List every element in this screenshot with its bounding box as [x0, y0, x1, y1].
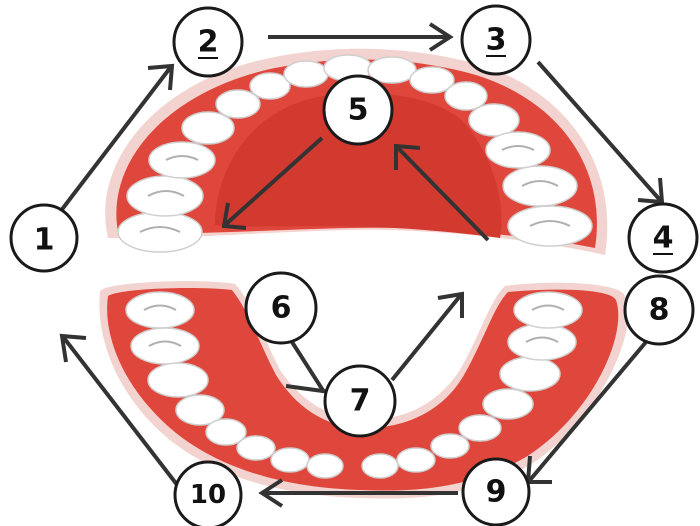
svg-text:4: 4 [653, 221, 674, 256]
svg-text:9: 9 [486, 475, 507, 510]
svg-text:3: 3 [486, 23, 507, 58]
svg-text:2: 2 [198, 25, 219, 60]
svg-text:8: 8 [649, 293, 670, 328]
label-10: 10 [175, 462, 241, 526]
svg-text:1: 1 [34, 223, 55, 258]
label-3: 3 [462, 6, 530, 74]
svg-text:10: 10 [190, 480, 226, 510]
label-9: 9 [463, 459, 529, 525]
svg-text:7: 7 [350, 384, 371, 419]
svg-text:6: 6 [271, 291, 292, 326]
arrow-7-up [392, 296, 460, 380]
label-4: 4 [629, 204, 697, 272]
label-5: 5 [324, 76, 392, 144]
label-7: 7 [325, 366, 395, 436]
label-1: 1 [11, 205, 77, 271]
label-8: 8 [625, 276, 693, 344]
label-6: 6 [246, 273, 316, 343]
svg-text:5: 5 [348, 93, 369, 128]
arrow-6-to-7 [292, 342, 324, 392]
label-2: 2 [174, 8, 242, 76]
